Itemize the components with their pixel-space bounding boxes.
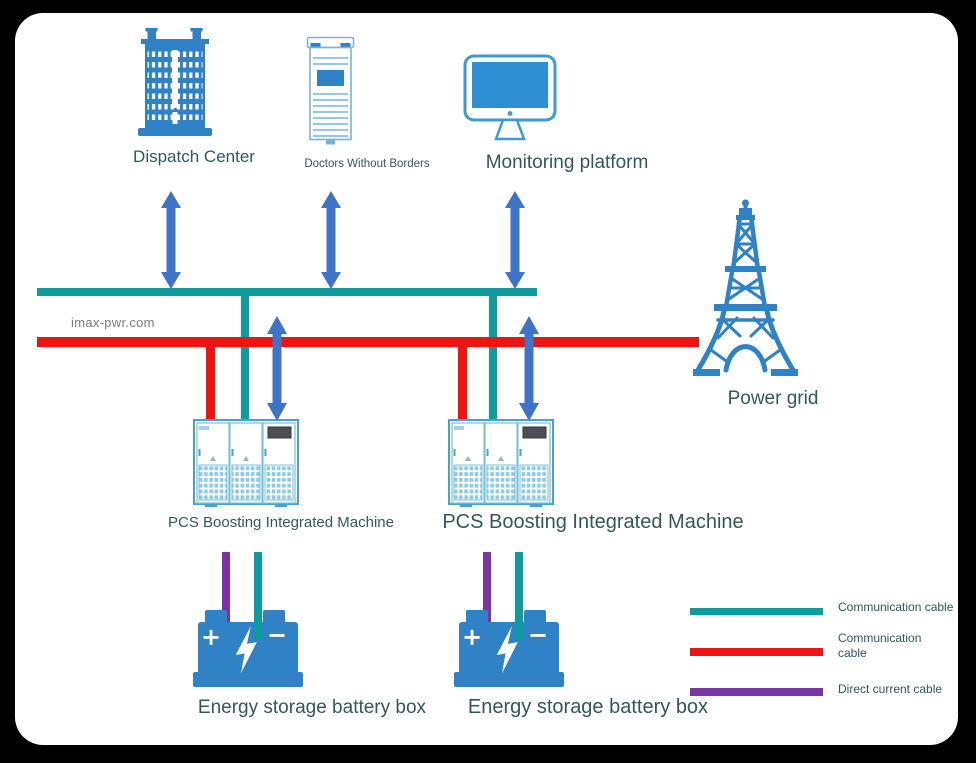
legend-line-direct-current xyxy=(690,688,823,696)
double-arrow-icon xyxy=(266,316,288,421)
legend-label-direct-current: Direct current cable xyxy=(838,682,943,696)
legend-line-communication-red xyxy=(690,648,823,656)
legend-label-communication-teal: Communication cable xyxy=(838,600,954,614)
dispatch-center-label: Dispatch Center xyxy=(133,147,255,166)
transmission-tower-icon xyxy=(693,198,798,378)
battery-icon: + − xyxy=(193,600,303,695)
server-tower-icon xyxy=(306,36,356,146)
data-server-label: Doctors Without Borders xyxy=(304,158,430,170)
red-drop-left xyxy=(206,345,215,421)
building-icon xyxy=(138,28,212,140)
comm-cable-battery-left xyxy=(254,552,262,640)
dc-cable-left xyxy=(222,552,230,628)
double-arrow-icon xyxy=(320,191,342,289)
svg-text:−: − xyxy=(528,621,548,649)
double-arrow-icon xyxy=(160,191,182,289)
comm-cable-battery-right xyxy=(515,552,523,640)
communication-bus-red xyxy=(37,337,699,347)
pcs-cabinet-icon xyxy=(448,419,554,508)
teal-drop-right xyxy=(489,292,497,421)
watermark-text: imax-pwr.com xyxy=(71,315,155,330)
double-arrow-icon xyxy=(504,191,526,289)
power-grid-label: Power grid xyxy=(727,388,819,409)
double-arrow-icon xyxy=(518,316,540,421)
teal-drop-left xyxy=(241,292,249,421)
dc-cable-right xyxy=(483,552,491,628)
pcs-right-label: PCS Boosting Integrated Machine xyxy=(442,511,744,533)
communication-bus-teal xyxy=(37,288,537,296)
monitoring-platform-label: Monitoring platform xyxy=(485,152,649,173)
pcs-left-label: PCS Boosting Integrated Machine xyxy=(168,514,394,531)
legend-line-communication-teal xyxy=(690,608,823,615)
svg-text:−: − xyxy=(267,621,287,649)
battery-right-label: Energy storage battery box xyxy=(467,696,709,718)
monitor-icon xyxy=(462,53,558,143)
svg-text:+: + xyxy=(201,623,221,651)
battery-icon: + − xyxy=(454,600,564,695)
pcs-cabinet-icon xyxy=(193,419,299,508)
svg-text:+: + xyxy=(462,623,482,651)
battery-left-label: Energy storage battery box xyxy=(197,697,427,718)
red-drop-right xyxy=(458,345,467,421)
legend-label-communication-red: Communication cable xyxy=(838,631,922,660)
